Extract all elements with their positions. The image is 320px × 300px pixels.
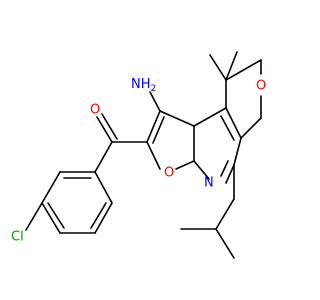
pyridine-ring — [193, 107, 242, 184]
bond-f1d — [152, 116, 165, 144]
bond-p4d — [220, 160, 229, 177]
furan-oxygen-label: O — [164, 166, 174, 181]
bond-co-2 — [101, 113, 118, 140]
pyran-ring — [225, 59, 262, 139]
isobutyl-chain — [180, 164, 235, 259]
furan-ring — [146, 110, 195, 170]
bond-ph-carbonyl — [94, 141, 113, 173]
chlorophenyl-ring — [41, 171, 113, 234]
bond-p1 — [193, 107, 227, 127]
bond-y5 — [240, 117, 262, 139]
molecule-canvas: NH2 O O O N Cl — [11, 51, 266, 259]
bond-ph2 — [94, 171, 113, 204]
bond-c-nh2 — [149, 91, 161, 112]
molecule-structure: NH2 O O O N Cl — [11, 51, 266, 259]
bond-p3 — [233, 137, 242, 166]
ketone-oxygen-label: O — [90, 103, 100, 118]
bond-ib3 — [215, 228, 235, 259]
pyridine-nitrogen-label: N — [204, 176, 214, 191]
bond-y2 — [225, 59, 262, 81]
bond-f5 — [146, 141, 161, 170]
chlorine-label: Cl — [11, 230, 24, 245]
pyran-oxygen-label: O — [256, 79, 266, 94]
bond-f1 — [146, 110, 161, 143]
bond-p4 — [225, 164, 235, 184]
bond-co-1 — [96, 116, 113, 143]
bond-f2 — [159, 110, 195, 127]
bond-c-cl — [25, 202, 43, 231]
bond-ph-d3 — [47, 202, 65, 229]
bond-methyl-1 — [209, 54, 227, 81]
bond-methyl-2 — [225, 51, 238, 81]
bond-f4 — [175, 160, 195, 170]
bond-ph6 — [41, 171, 61, 204]
amine-label: NH2 — [131, 77, 156, 94]
bond-p2 — [225, 107, 242, 139]
bond-ph5 — [41, 202, 61, 234]
bond-ib2 — [215, 198, 235, 230]
bond-p5 — [193, 160, 210, 180]
bond-ph-d2 — [90, 202, 107, 229]
bond-ph3 — [94, 202, 113, 234]
bond-p2d — [220, 115, 235, 141]
